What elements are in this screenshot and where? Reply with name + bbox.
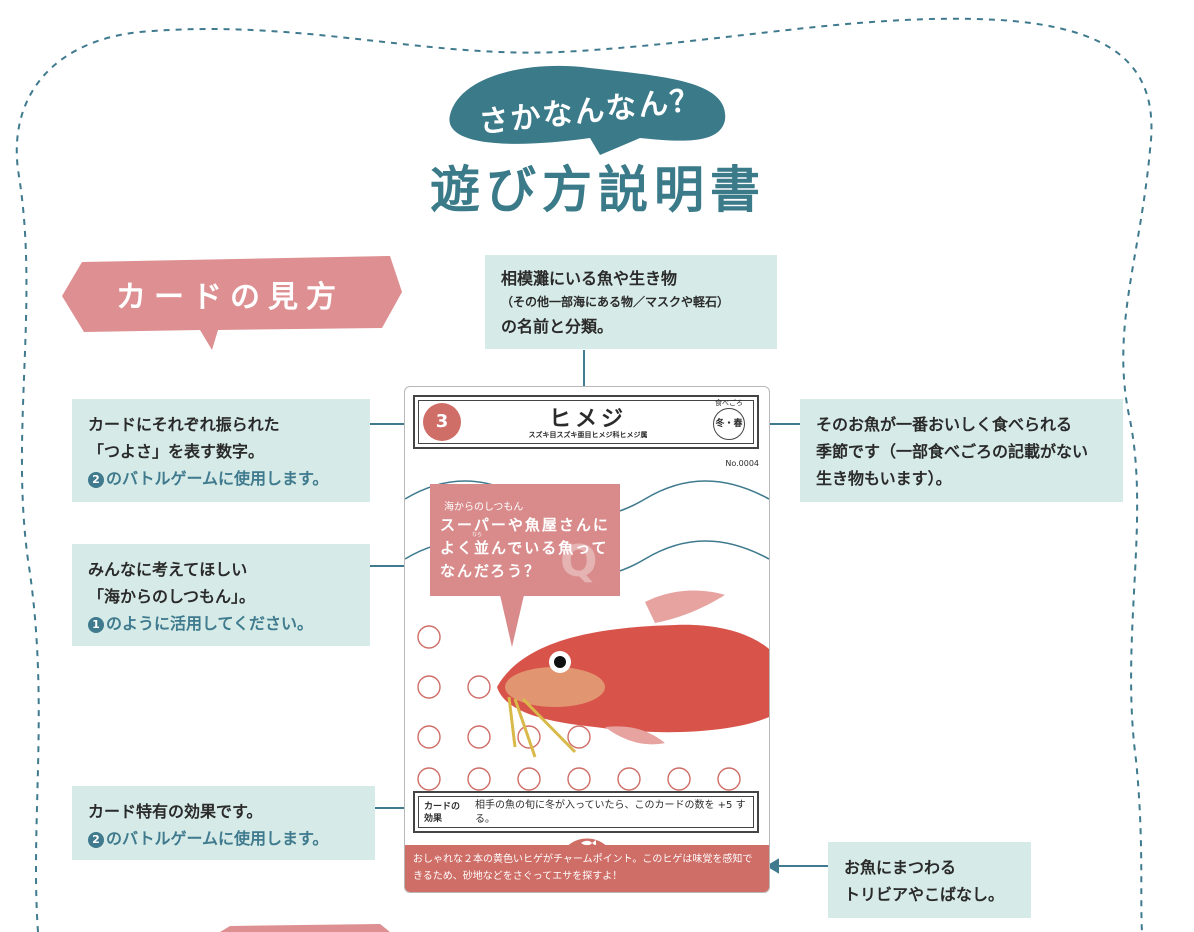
card-classification: スズキ目スズキ亜目ヒメジ科ヒメジ属: [528, 431, 648, 439]
callout-question-line3: のように活用してください。: [106, 614, 314, 634]
callout-strength-line3: のバトルゲームに使用します。: [106, 469, 329, 489]
callout-season: そのお魚が一番おいしく食べられる 季節です（一部食べごろの記載がない 生き物もい…: [800, 399, 1123, 502]
card-strength-value: 3: [435, 411, 449, 432]
number-badge: 2: [88, 472, 104, 489]
card-name: ヒメジ: [548, 407, 627, 432]
sample-card: 3 ヒメジ スズキ目スズキ亜目ヒメジ科ヒメジ属 食べごろ 冬・春 No.0004…: [404, 386, 770, 893]
callout-question-line2: 「海からのしつもん」。: [88, 587, 256, 607]
card-trivia: おしゃれな２本の黄色いヒゲがチャームポイント。このヒゲは味覚を感知できるため、砂…: [405, 845, 769, 892]
effect-text: 相手の魚の旬に冬が入っていたら、このカードの数を +5 する。: [475, 800, 746, 825]
callout-name-line3: の名前と分類。: [501, 316, 614, 336]
question-line1: スーパーや魚屋さんに: [440, 516, 610, 534]
question-label: 海からのしつもん: [444, 502, 524, 513]
question-text: スーパーや魚屋さんに よく並んでいる魚って なんだろう？: [440, 514, 610, 583]
section-label-text: カードの見方: [116, 280, 344, 315]
fish-illustration: [497, 590, 769, 758]
callout-season-line2: 季節です（一部食べごろの記載がない: [816, 442, 1089, 462]
card-season-label: 食べごろ: [715, 399, 743, 407]
callout-season-line3: 生き物もいます）。: [816, 469, 952, 489]
question-box-tail: [500, 595, 524, 647]
card-season: 冬・春: [715, 419, 743, 429]
callout-season-line1: そのお魚が一番おいしく食べられる: [816, 415, 1073, 434]
effect-label: カードの 効果: [424, 801, 460, 825]
card-effect-box: カードの 効果 相手の魚の旬に冬が入っていたら、このカードの数を +5 する。: [413, 791, 759, 833]
effect-label-line1: カードの: [424, 802, 461, 812]
page-title: 遊び方説明書: [430, 161, 766, 219]
next-section-label-partial: [220, 924, 390, 932]
q-watermark: Q: [560, 536, 598, 587]
callout-trivia: お魚にまつわる トリビアやこばなし。: [828, 842, 1031, 918]
card-background-pattern: [405, 480, 769, 791]
callout-effect-line2: のバトルゲームに使用します。: [106, 829, 329, 849]
logo: さかなんなん？: [440, 60, 740, 155]
callout-strength-line1: カードにそれぞれ振られた: [88, 415, 280, 434]
section-label: カードの見方: [60, 250, 405, 350]
card-header: 3 ヒメジ スズキ目スズキ亜目ヒメジ科ヒメジ属 食べごろ 冬・春: [413, 395, 759, 449]
question-line2: よく並んでいる魚って: [440, 539, 609, 557]
callout-card-name: 相模灘にいる魚や生き物 （その他一部海にある物／マスクや軽石） の名前と分類。: [485, 255, 777, 349]
callout-name-line2: （その他一部海にある物／マスクや軽石）: [501, 295, 730, 310]
callout-strength-line2: 「つよさ」を表す数字。: [88, 442, 265, 462]
number-badge: 1: [88, 617, 104, 634]
card-strength-badge: 3: [423, 403, 461, 441]
question-line3: なんだろう？: [440, 562, 542, 580]
callout-effect-line1: カード特有の効果です。: [88, 802, 263, 821]
card-season-badge: 冬・春: [713, 408, 745, 440]
card-number: No.0004: [725, 459, 759, 468]
callout-question-line1: みんなに考えてほしい: [88, 560, 248, 579]
effect-label-line2: 効果: [424, 814, 443, 824]
logo-badge-shape: [449, 65, 726, 155]
callout-trivia-line2: トリビアやこばなし。: [844, 885, 1005, 905]
callout-trivia-line1: お魚にまつわる: [844, 858, 957, 877]
number-badge: 2: [88, 832, 104, 849]
callout-name-line1: 相模灘にいる魚や生き物: [501, 269, 678, 288]
question-box: 海からのしつもん スーパーや魚屋さんに よく並んでいる魚って なんだろう？ なら…: [430, 484, 620, 596]
section-label-shape: [62, 256, 402, 350]
question-ruby: なら: [472, 532, 483, 538]
